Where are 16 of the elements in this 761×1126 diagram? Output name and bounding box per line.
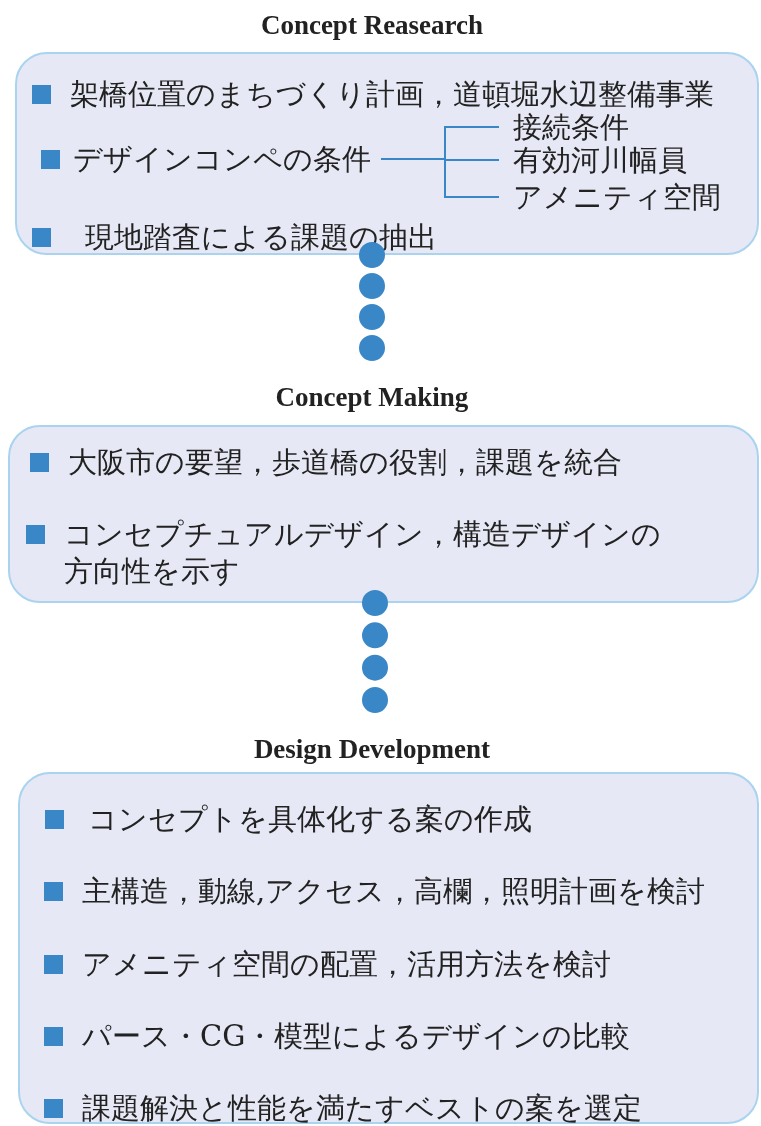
section-title: Concept Reasearch bbox=[259, 10, 485, 41]
list-item: アメニティ空間の配置，活用方法を検討 bbox=[82, 946, 611, 983]
condition-label: アメニティ空間 bbox=[513, 180, 721, 214]
section-title: Design Development bbox=[252, 734, 492, 765]
section-title: Concept Making bbox=[274, 382, 470, 413]
list-item: 主構造，動線,アクセス，高欄，照明計画を検討 bbox=[82, 873, 706, 910]
list-item: デザインコンペの条件 bbox=[73, 142, 371, 176]
list-item: 課題解決と性能を満たすベストの案を選定 bbox=[82, 1090, 642, 1126]
list-item: 架橋位置のまちづくり計画，道頓堀水辺整備事業 bbox=[70, 76, 714, 113]
list-item: パース・CG・模型によるデザインの比較 bbox=[82, 1018, 631, 1055]
list-item: コンセプトを具体化する案の作成 bbox=[88, 801, 532, 838]
list-item: コンセプチュアルデザイン，構造デザインの方向性を示す bbox=[64, 516, 662, 590]
branch-line bbox=[380, 158, 500, 198]
condition-label: 有効河川幅員 bbox=[513, 143, 687, 177]
list-item: 大阪市の要望，歩道橋の役割，課題を統合 bbox=[68, 444, 622, 481]
condition-label: 接続条件 bbox=[513, 110, 629, 144]
